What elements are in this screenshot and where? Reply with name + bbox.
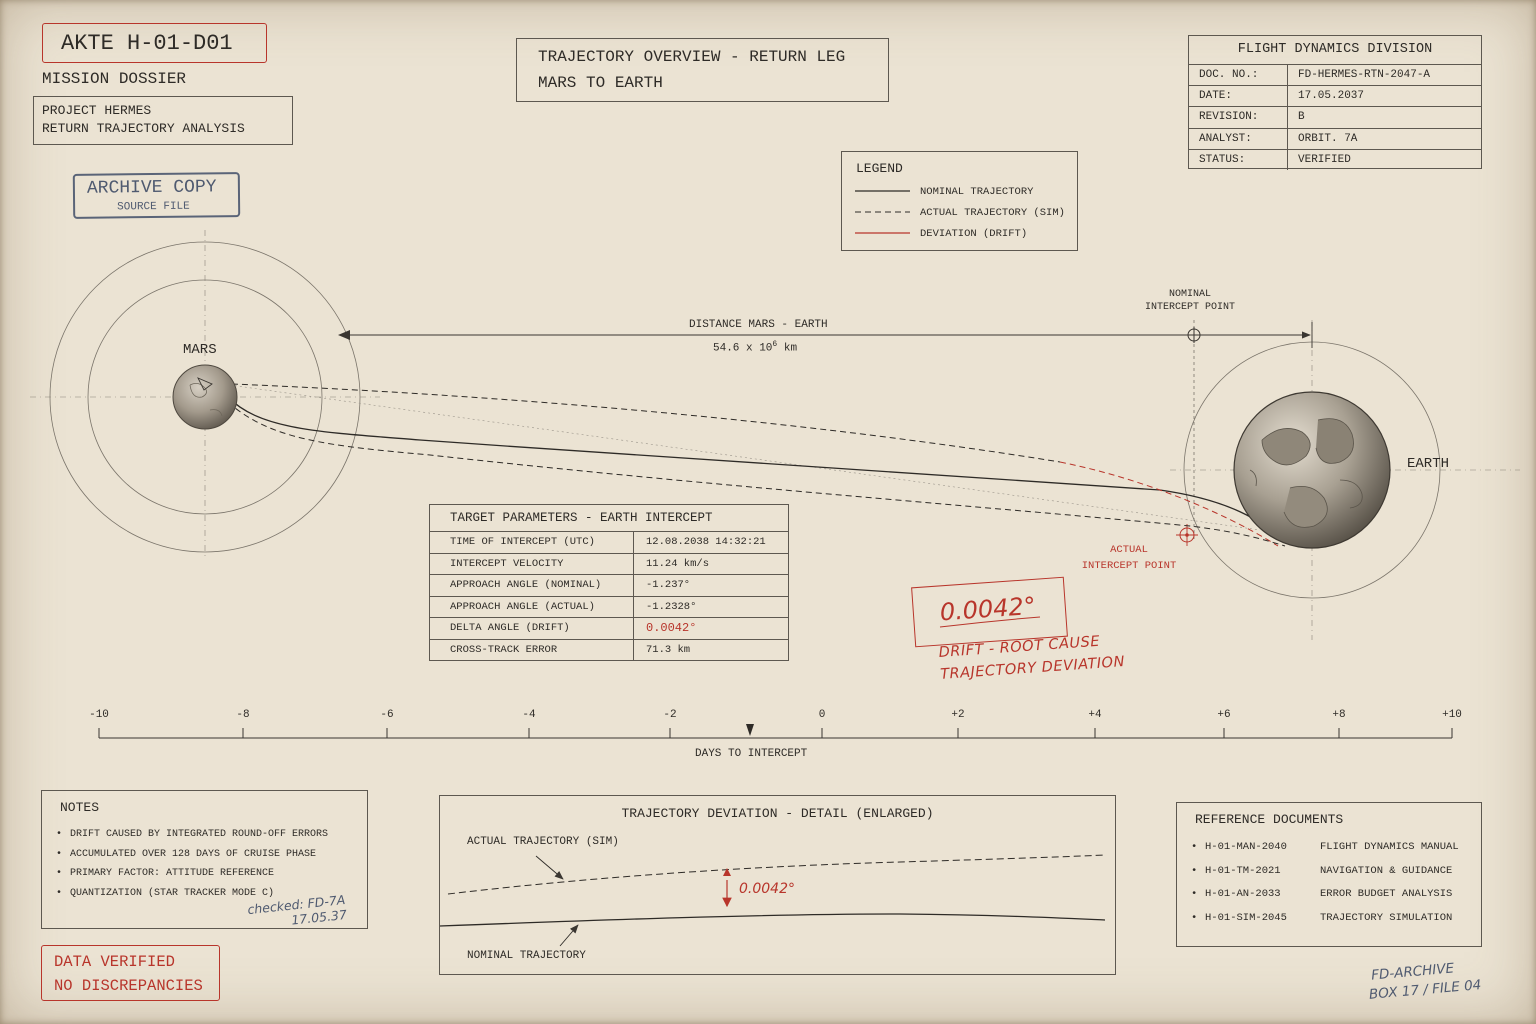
notes-box: NOTES DRIFT CAUSED BY INTEGRATED ROUND-O…: [41, 790, 368, 929]
earth-label: EARTH: [1407, 456, 1450, 472]
drift-value: 0.0042°: [938, 591, 1037, 627]
title-box: TRAJECTORY OVERVIEW - RETURN LEG MARS TO…: [516, 38, 889, 102]
data-verified-line1: DATA VERIFIED: [54, 953, 175, 971]
table-row: APPROACH ANGLE (ACTUAL)-1.2328°: [429, 595, 789, 618]
table-row: STATUS:VERIFIED: [1189, 148, 1481, 170]
legend-deviation-label: DEVIATION (DRIFT): [920, 228, 1028, 240]
list-item: PRIMARY FACTOR: ATTITUDE REFERENCE: [56, 864, 328, 884]
timeline-tick-label: +8: [1332, 709, 1346, 721]
list-item-continuation: QUANTIZATION (STAR TRACKER MODE C): [56, 884, 328, 904]
table-row: DATE:17.05.2037: [1189, 85, 1481, 107]
table-row: APPROACH ANGLE (NOMINAL)-1.237°: [429, 574, 789, 597]
akte-label-box: AKTE H-01-D01: [42, 23, 267, 63]
legend-title: LEGEND: [856, 161, 903, 176]
detail-nominal-pointer: [559, 924, 579, 947]
page-title: TRAJECTORY OVERVIEW - RETURN LEG: [538, 48, 846, 66]
deviation-detail-title: TRAJECTORY DEVIATION - DETAIL (ENLARGED): [621, 806, 934, 821]
nominal-intercept-label: NOMINAL INTERCEPT POINT: [1144, 289, 1235, 313]
detail-actual-label: ACTUAL TRAJECTORY (SIM): [467, 836, 619, 848]
timeline-tick-label: +2: [951, 709, 965, 721]
detail-nominal-label: NOMINAL TRAJECTORY: [467, 950, 586, 962]
bullet: •: [1191, 841, 1198, 853]
detail-actual-line: [447, 854, 1106, 895]
list-item: DRIFT CAUSED BY INTEGRATED ROUND-OFF ERR…: [56, 825, 328, 845]
mars-planet: [172, 364, 238, 430]
detail-actual-pointer: [535, 855, 564, 880]
timeline-tick-label: -6: [380, 709, 394, 721]
table-row: ANALYST:ORBIT. 7A: [1189, 127, 1481, 150]
target-parameters-table: TIME OF INTERCEPT (UTC)12.08.2038 14:32:…: [429, 531, 789, 661]
distance-label: DISTANCE MARS - EARTH: [689, 319, 828, 331]
table-row: DOC. NO.:FD-HERMES-RTN-2047-A: [1189, 63, 1481, 86]
detail-delta-value: 0.0042°: [739, 881, 795, 897]
timeline-tick-label: -2: [663, 709, 677, 721]
legend-nominal-label: NOMINAL TRAJECTORY: [920, 186, 1034, 198]
actual-intercept-label: ACTUAL INTERCEPT POINT: [1081, 544, 1177, 572]
bullet: •: [1191, 911, 1198, 924]
archive-copy-title: ARCHIVE COPY: [86, 177, 217, 199]
list-item: ACCUMULATED OVER 128 DAYS OF CRUISE PHAS…: [56, 845, 328, 865]
table-row: TIME OF INTERCEPT (UTC)12.08.2038 14:32:…: [429, 531, 789, 554]
bullet: •: [1191, 864, 1198, 877]
actual-trajectory-upper: [231, 383, 1061, 463]
target-parameters-title: TARGET PARAMETERS - EARTH INTERCEPT: [450, 511, 713, 525]
notes-title: NOTES: [60, 800, 100, 815]
actual-trajectory-lower: [227, 401, 1286, 547]
project-name: PROJECT HERMES: [42, 103, 152, 118]
data-verified-line2: NO DISCREPANCIES: [54, 977, 203, 995]
timeline-tick-label: -4: [522, 709, 536, 721]
akte-label: AKTE H-01-D01: [61, 31, 233, 56]
deviation-detail-box: TRAJECTORY DEVIATION - DETAIL (ENLARGED)…: [439, 795, 1116, 975]
deviation-drift-line: [1059, 461, 1279, 547]
archive-copy-subtitle: SOURCE FILE: [117, 200, 190, 214]
division-title: FLIGHT DYNAMICS DIVISION: [1237, 42, 1433, 57]
timeline-tick-label: -8: [236, 709, 250, 721]
division-table: DOC. NO.:FD-HERMES-RTN-2047-A DATE:17.05…: [1189, 63, 1481, 170]
bullet: •: [1191, 888, 1198, 900]
reference-documents-title: REFERENCE DOCUMENTS: [1195, 812, 1344, 827]
timeline-label: DAYS TO INTERCEPT: [695, 748, 808, 760]
archive-copy-stamp: ARCHIVE COPY SOURCE FILE: [72, 172, 241, 219]
timeline-tick-label: 0: [818, 709, 826, 721]
page-subtitle: MARS TO EARTH: [538, 74, 663, 92]
timeline-tick-label: +6: [1217, 709, 1231, 721]
timeline-tick-label: +4: [1088, 709, 1102, 721]
timeline-tick-label: -10: [89, 709, 109, 721]
division-box: FLIGHT DYNAMICS DIVISION DOC. NO.:FD-HER…: [1188, 35, 1482, 170]
distance-value: 54.6 x 106 km: [713, 340, 798, 355]
legend-actual-label: ACTUAL TRAJECTORY (SIM): [920, 207, 1065, 219]
table-row: REVISION:B: [1189, 106, 1481, 129]
target-parameters-box: TARGET PARAMETERS - EARTH INTERCEPT TIME…: [429, 504, 789, 661]
data-verified-stamp: DATA VERIFIED NO DISCREPANCIES: [41, 945, 220, 1001]
table-row: DELTA ANGLE (DRIFT)0.0042°: [429, 617, 789, 640]
timeline-tick-label: +10: [1442, 709, 1462, 721]
current-day-marker: [746, 724, 754, 736]
mars-label: MARS: [183, 342, 217, 358]
project-subtitle: RETURN TRAJECTORY ANALYSIS: [42, 121, 245, 136]
nominal-trajectory-line: [227, 396, 1291, 545]
legend-box: LEGEND NOMINAL TRAJECTORY ACTUAL TRAJECT…: [841, 151, 1078, 251]
mission-dossier-label: MISSION DOSSIER: [42, 70, 187, 88]
timeline-ticks: [98, 728, 1453, 738]
notes-list: DRIFT CAUSED BY INTEGRATED ROUND-OFF ERR…: [56, 825, 328, 903]
detail-nominal-line: [439, 913, 1106, 927]
project-box: PROJECT HERMES RETURN TRAJECTORY ANALYSI…: [33, 96, 293, 145]
